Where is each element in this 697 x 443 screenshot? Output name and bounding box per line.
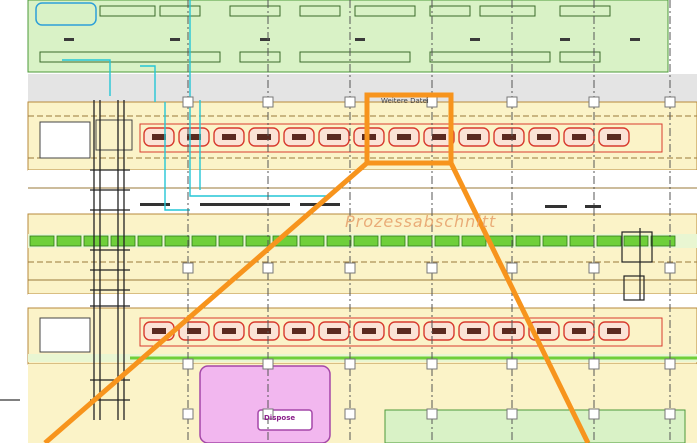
green-conveyor-unit xyxy=(83,235,109,247)
column-marker xyxy=(262,358,274,370)
column-marker xyxy=(344,408,356,420)
column-marker xyxy=(344,96,356,108)
column-marker xyxy=(426,262,438,274)
green-conveyor-unit xyxy=(110,235,136,247)
green-conveyor-units xyxy=(29,235,676,247)
green-conveyor-unit xyxy=(569,235,595,247)
green-conveyor-unit xyxy=(623,235,649,247)
column-marker xyxy=(506,262,518,274)
green-zone-marks xyxy=(64,38,640,41)
zoom-line-left xyxy=(43,161,369,443)
green-conveyor-unit xyxy=(326,235,352,247)
green-conveyor-unit xyxy=(407,235,433,247)
grey-band xyxy=(28,74,697,102)
column-marker xyxy=(426,408,438,420)
column-marker xyxy=(588,262,600,274)
column-marker xyxy=(506,408,518,420)
column-marker xyxy=(344,262,356,274)
green-conveyor-unit xyxy=(191,235,217,247)
column-marker xyxy=(588,358,600,370)
red-unit-row-upper xyxy=(139,123,663,153)
green-zone-top xyxy=(27,0,669,73)
column-marker xyxy=(588,408,600,420)
green-zone-blocks xyxy=(39,5,611,63)
column-marker xyxy=(506,358,518,370)
green-conveyor-unit xyxy=(542,235,568,247)
column-marker xyxy=(182,262,194,274)
column-marker xyxy=(664,358,676,370)
green-conveyor-unit xyxy=(380,235,406,247)
column-marker xyxy=(182,96,194,108)
green-conveyor-unit xyxy=(461,235,487,247)
green-conveyor-unit xyxy=(596,235,622,247)
column-marker xyxy=(262,262,274,274)
green-conveyor-unit xyxy=(353,235,379,247)
green-conveyor-unit xyxy=(245,235,271,247)
green-conveyor-unit xyxy=(515,235,541,247)
column-marker xyxy=(506,96,518,108)
green-conveyor-unit xyxy=(434,235,460,247)
green-conveyor-unit xyxy=(56,235,82,247)
column-marker xyxy=(664,408,676,420)
cyan-routing-lines xyxy=(62,0,330,211)
green-conveyor-unit xyxy=(137,235,163,247)
area-label: Prozessabschnitt xyxy=(345,212,497,231)
green-conveyor-unit xyxy=(299,235,325,247)
column-marker xyxy=(426,358,438,370)
green-conveyor-unit xyxy=(218,235,244,247)
column-marker xyxy=(182,408,194,420)
machine-upper-left xyxy=(39,121,91,159)
column-markers xyxy=(182,96,676,420)
column-marker xyxy=(588,96,600,108)
machine-lower-left xyxy=(39,317,91,353)
green-conveyor-unit xyxy=(164,235,190,247)
left-rack-structure xyxy=(90,100,130,420)
highlight-box xyxy=(364,92,454,166)
green-conveyor-unit xyxy=(650,235,676,247)
column-marker xyxy=(664,262,676,274)
column-marker xyxy=(664,96,676,108)
green-conveyor-unit xyxy=(29,235,55,247)
column-marker xyxy=(344,358,356,370)
zoom-line-right xyxy=(448,161,591,443)
column-marker xyxy=(262,408,274,420)
column-marker xyxy=(262,96,274,108)
right-rack-structure xyxy=(621,228,653,301)
magenta-zone-label: Dispose xyxy=(264,414,296,422)
magenta-zone xyxy=(199,365,331,443)
highlight-box-label: Weitere Datei xyxy=(381,97,429,105)
column-marker xyxy=(182,358,194,370)
cyan-outline-top xyxy=(35,2,97,26)
bay-middle xyxy=(27,213,697,295)
